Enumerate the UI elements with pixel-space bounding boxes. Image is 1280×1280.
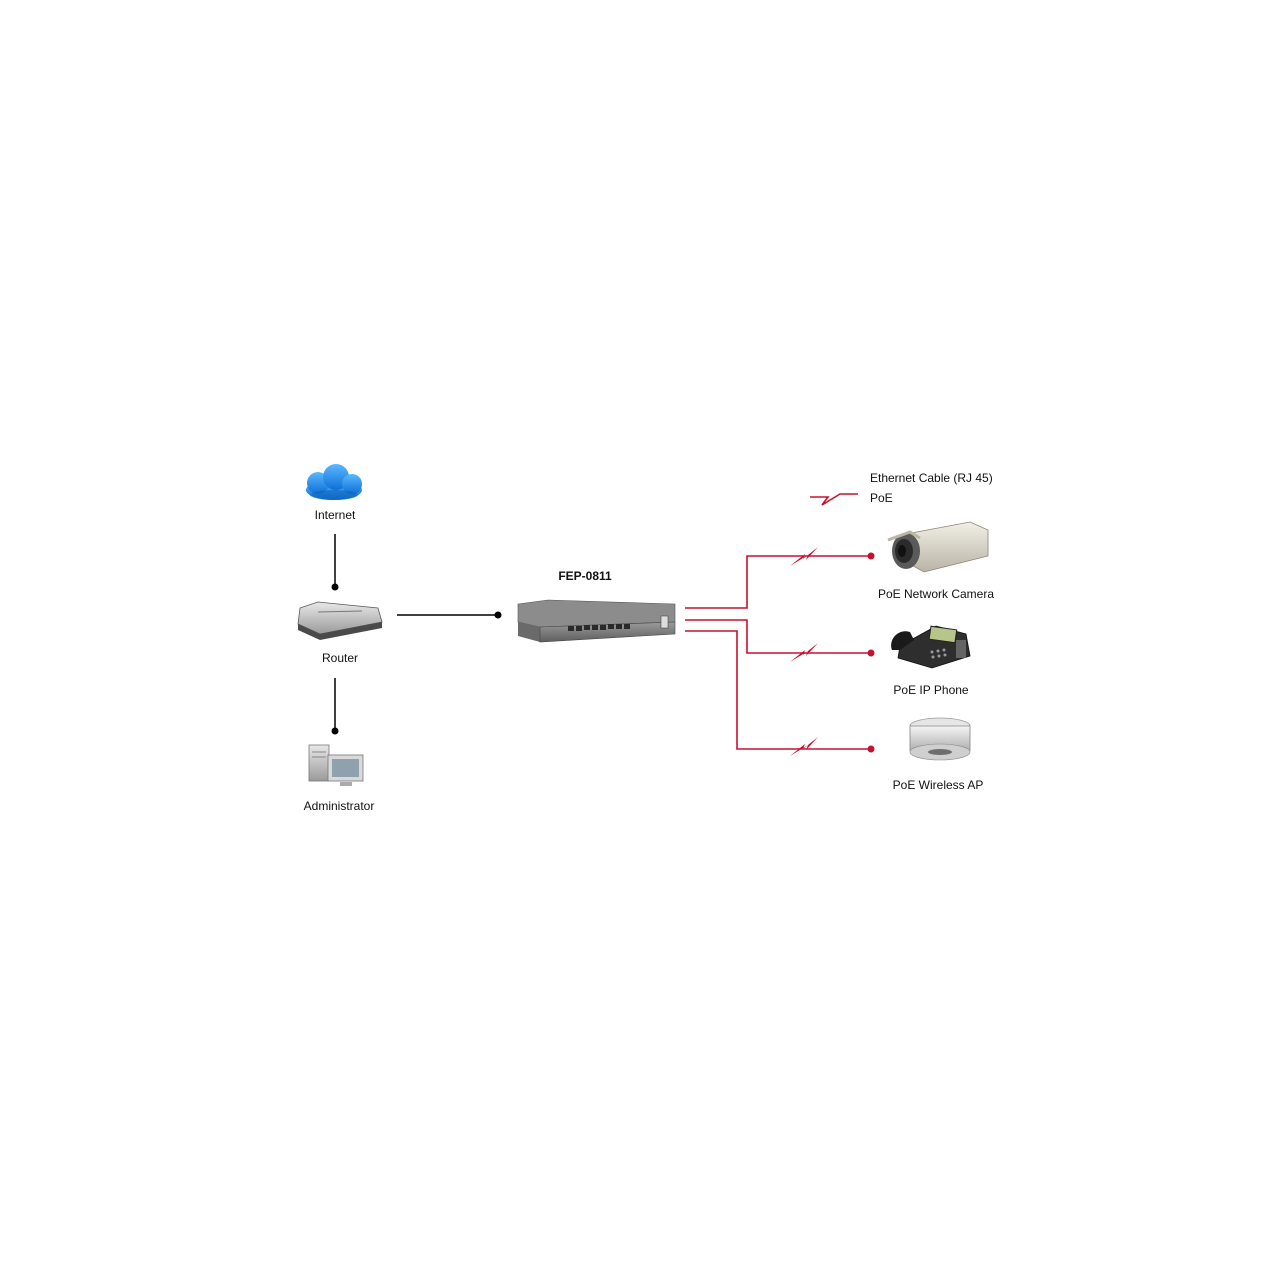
poe-link-camera (685, 555, 869, 609)
phone-icon (891, 625, 971, 669)
poe-bolt-icon (790, 737, 818, 756)
poe-endpoints (867, 552, 875, 753)
internet-label: Internet (314, 508, 356, 522)
poe-links (685, 555, 869, 750)
switch-icon (517, 599, 676, 643)
legend-poe-label: PoE (870, 491, 893, 505)
administrator-label: Administrator (303, 799, 375, 813)
poe-link-phone (685, 619, 869, 654)
poe-link-ap (685, 630, 869, 750)
switch-label: FEP-0811 (558, 569, 612, 583)
computer-icon (308, 744, 364, 786)
poe-bolt-icon (790, 643, 818, 662)
legend-poe-bolt-icon (810, 493, 858, 506)
link-dot (867, 552, 875, 560)
legend (810, 493, 858, 506)
phone-label: PoE IP Phone (893, 683, 969, 697)
link-dot (867, 745, 875, 753)
link-dot (331, 727, 339, 735)
cloud-icon (306, 464, 362, 500)
poe-bolt-icon (790, 547, 818, 566)
link-dot (494, 611, 502, 619)
ethernet-links (331, 534, 502, 735)
router-icon (297, 601, 383, 640)
wireless-ap-label: PoE Wireless AP (892, 778, 984, 792)
poe-bolts (790, 547, 818, 756)
access-point-icon (909, 717, 971, 761)
link-dot (331, 583, 339, 591)
camera-label: PoE Network Camera (877, 587, 995, 601)
legend-ethernet-label: Ethernet Cable (RJ 45) (870, 471, 993, 485)
link-dot (867, 649, 875, 657)
router-label: Router (321, 651, 359, 665)
camera-icon (887, 521, 989, 573)
